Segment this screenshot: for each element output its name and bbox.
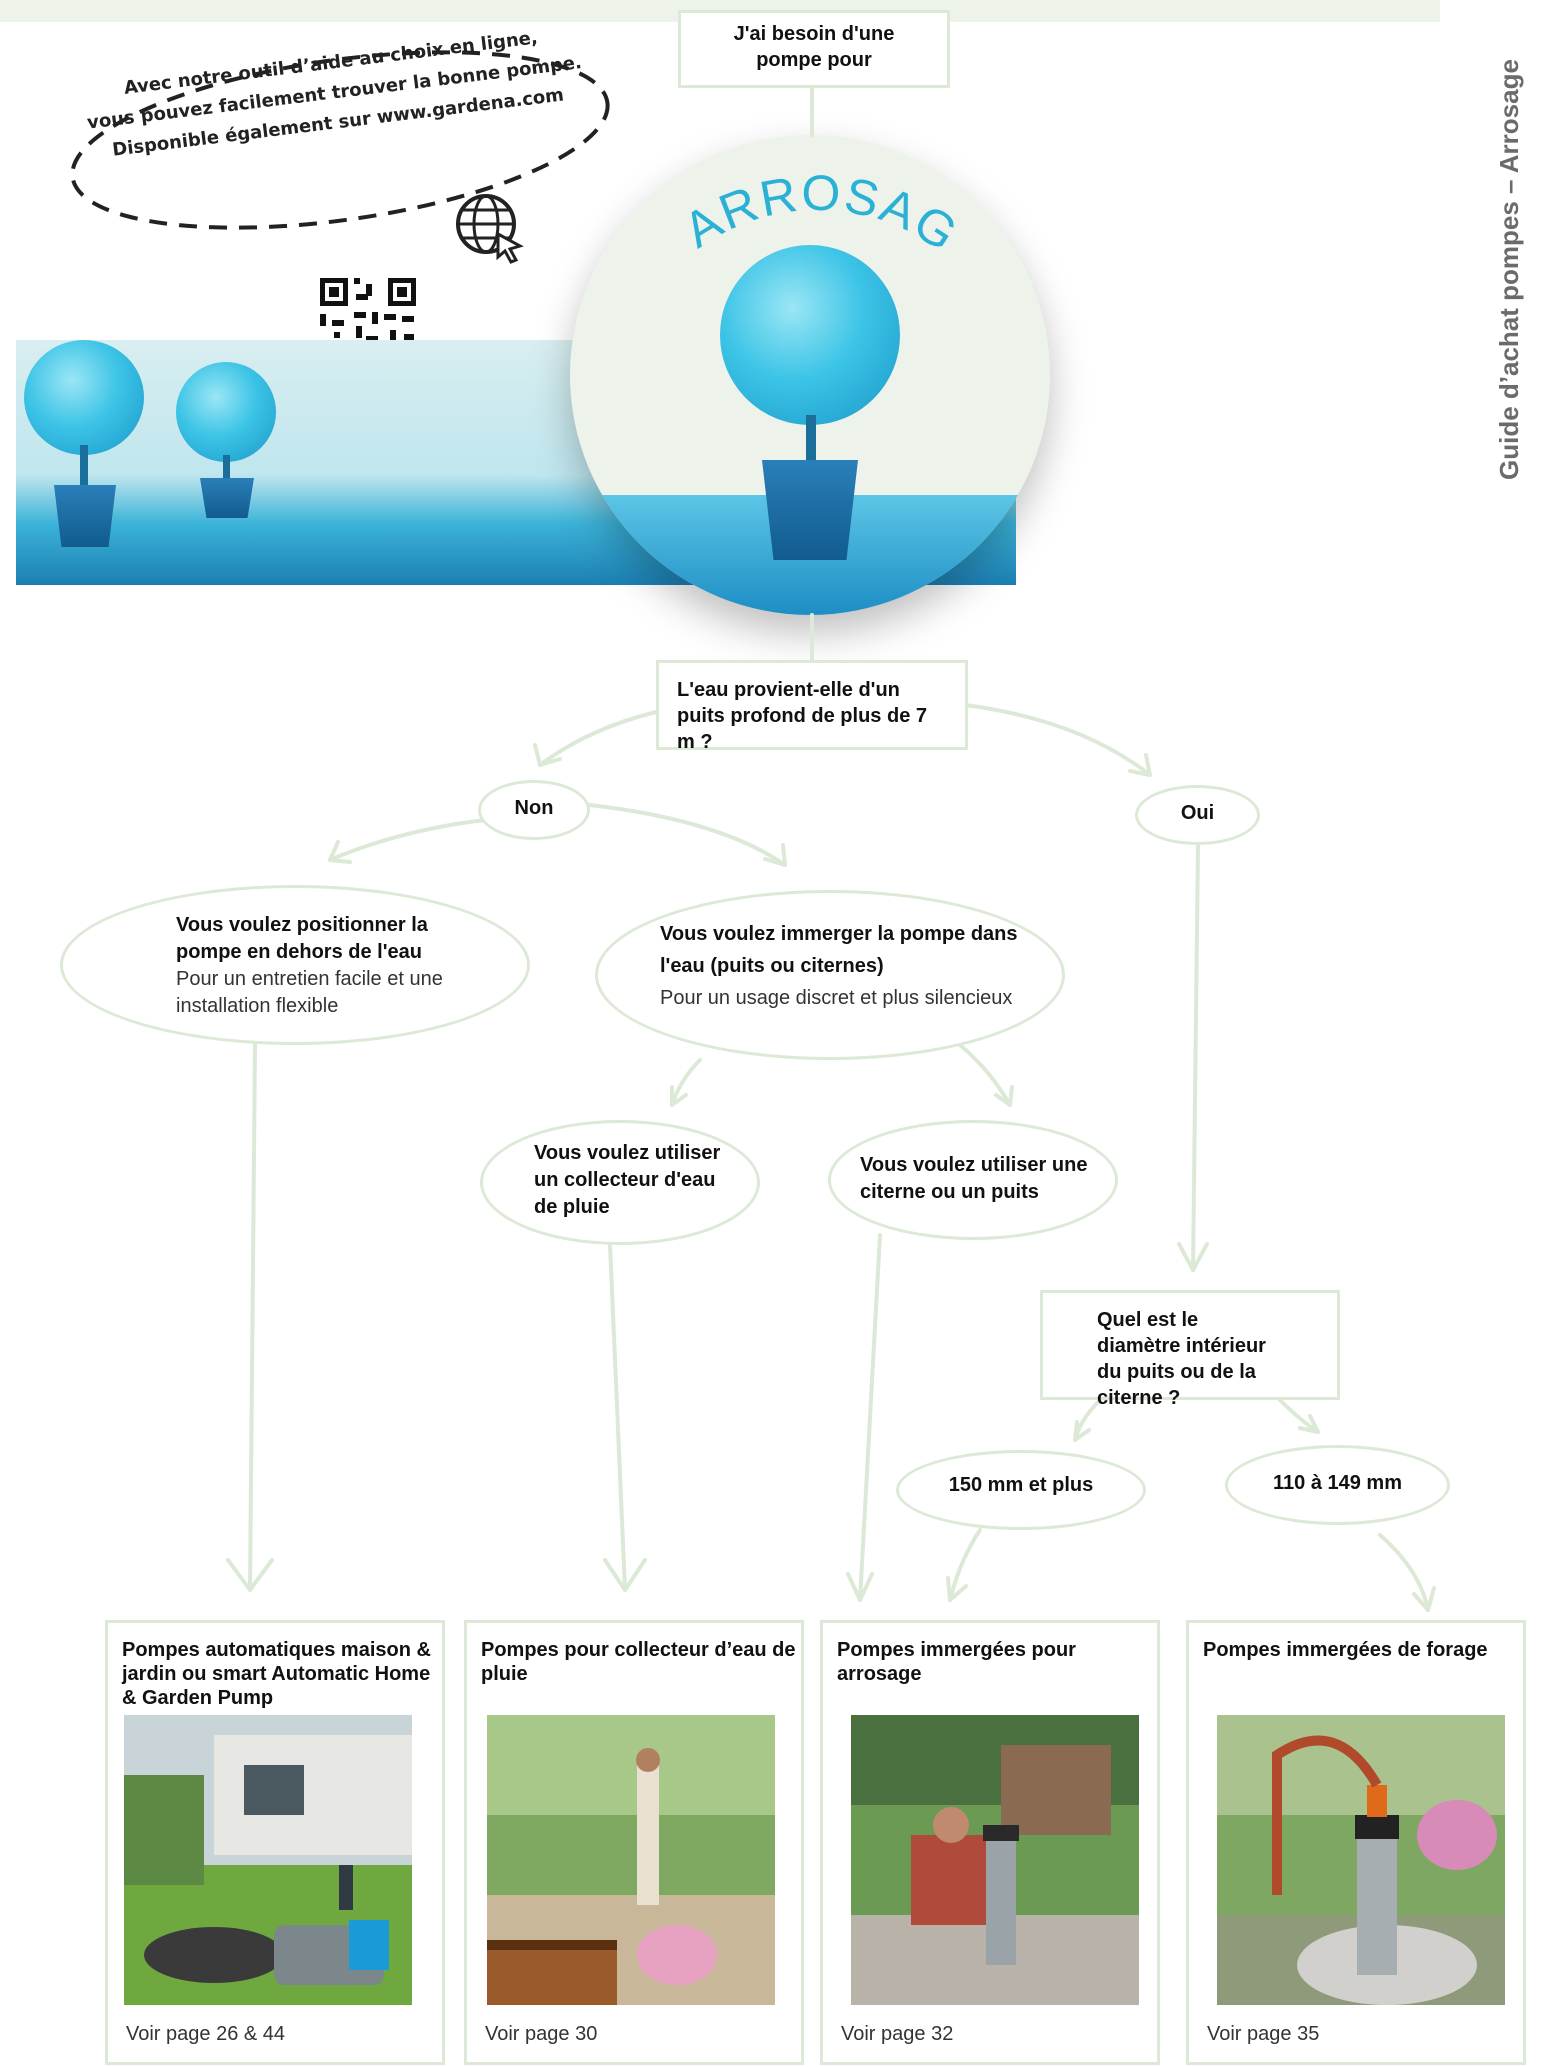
answer-110mm-label: 110 à 149 mm bbox=[1273, 1472, 1402, 1494]
card-page-link[interactable]: Voir page 26 & 44 bbox=[126, 2023, 286, 2045]
speech-bubble bbox=[70, 50, 610, 230]
tree-crown bbox=[24, 340, 144, 455]
card-title: Pompes immergées de forage bbox=[1203, 1639, 1488, 1661]
automatic-pump-photo bbox=[124, 1715, 412, 2005]
tree-crown bbox=[176, 362, 276, 462]
tree-pot bbox=[762, 460, 858, 560]
side-title-text: Guide d’achat pompes – Arrosage bbox=[1494, 59, 1524, 480]
option-outside-water bbox=[60, 885, 530, 1045]
immerse-sub: Pour un usage discret et plus silencieux bbox=[660, 987, 1013, 1009]
option-outside-water-text: Vous voulez positionner la pompe en deho… bbox=[176, 912, 466, 1020]
question-deep-well: L'eau provient-elle d'un puits profond d… bbox=[656, 660, 968, 753]
start-text: J'ai besoin d'une pompe pour bbox=[733, 23, 895, 71]
circle-title: ARROSAGE bbox=[570, 135, 969, 263]
card-title: Pompes pour collecteur d’eau de pluie bbox=[481, 1639, 796, 1685]
borehole-pump-photo bbox=[1217, 1715, 1505, 2005]
option-tank-well bbox=[828, 1120, 1118, 1240]
immerse-title: Vous voulez immerger la pompe dans l'eau… bbox=[660, 923, 1018, 977]
question-diameter: Quel est le diamètre intérieur du puits … bbox=[1040, 1290, 1340, 1409]
product-card[interactable]: Pompes immergées de forage Voir page 35 bbox=[1186, 1620, 1526, 2065]
product-card[interactable]: Pompes pour collecteur d’eau de pluie Vo… bbox=[464, 1620, 804, 2065]
card-page-link[interactable]: Voir page 32 bbox=[841, 2023, 954, 2045]
circle-title-arc: ARROSAGE bbox=[570, 135, 969, 263]
card-title: Pompes automatiques maison & jardin ou s… bbox=[122, 1639, 431, 1709]
watering-circle: ARROSAGE bbox=[570, 135, 1050, 615]
card-page-link[interactable]: Voir page 35 bbox=[1207, 2023, 1320, 2045]
answer-yes bbox=[1135, 785, 1260, 845]
svg-text:ARROSAGE: ARROSAGE bbox=[570, 135, 969, 263]
answer-yes-label: Oui bbox=[1180, 802, 1215, 824]
question-deep-well-text: L'eau provient-elle d'un puits profond d… bbox=[677, 679, 927, 753]
start-box: J'ai besoin d'une pompe pour bbox=[678, 10, 950, 88]
option-immerse-text: Vous voulez immerger la pompe dans l'eau… bbox=[660, 918, 1020, 1014]
outside-title: Vous voulez positionner la pompe en deho… bbox=[176, 914, 428, 963]
card-page-link[interactable]: Voir page 30 bbox=[485, 2023, 598, 2045]
tree-trunk bbox=[806, 415, 816, 465]
globe-cursor-icon bbox=[456, 194, 524, 264]
tree-crown bbox=[720, 245, 900, 425]
question-diameter-text: Quel est le diamètre intérieur du puits … bbox=[1097, 1309, 1266, 1409]
answer-110mm bbox=[1225, 1445, 1450, 1525]
tree-trunk bbox=[223, 455, 230, 485]
side-title: Guide d’achat pompes – Arrosage bbox=[1494, 59, 1524, 480]
answer-150mm bbox=[896, 1450, 1146, 1530]
card-title: Pompes immergées pour arrosage bbox=[837, 1639, 1076, 1685]
tree-trunk bbox=[80, 445, 88, 485]
product-card[interactable]: Pompes automatiques maison & jardin ou s… bbox=[105, 1620, 445, 2065]
submersible-pump-photo bbox=[851, 1715, 1139, 2005]
option-rain-collector bbox=[480, 1120, 760, 1245]
tank-well-text: Vous voulez utiliser une citerne ou un p… bbox=[860, 1154, 1088, 1203]
outside-sub: Pour un entretien facile et une installa… bbox=[176, 968, 443, 1017]
answer-no bbox=[478, 780, 590, 840]
tree-pot bbox=[54, 485, 116, 547]
rain-collector-text: Vous voulez utiliser un collecteur d'eau… bbox=[534, 1142, 721, 1218]
product-card[interactable]: Pompes immergées pour arrosage Voir page… bbox=[820, 1620, 1160, 2065]
tree-pot bbox=[200, 478, 254, 518]
answer-150mm-label: 150 mm et plus bbox=[948, 1474, 1094, 1496]
option-immerse bbox=[595, 890, 1065, 1060]
rain-barrel-photo bbox=[487, 1715, 775, 2005]
answer-no-label: Non bbox=[514, 797, 554, 819]
